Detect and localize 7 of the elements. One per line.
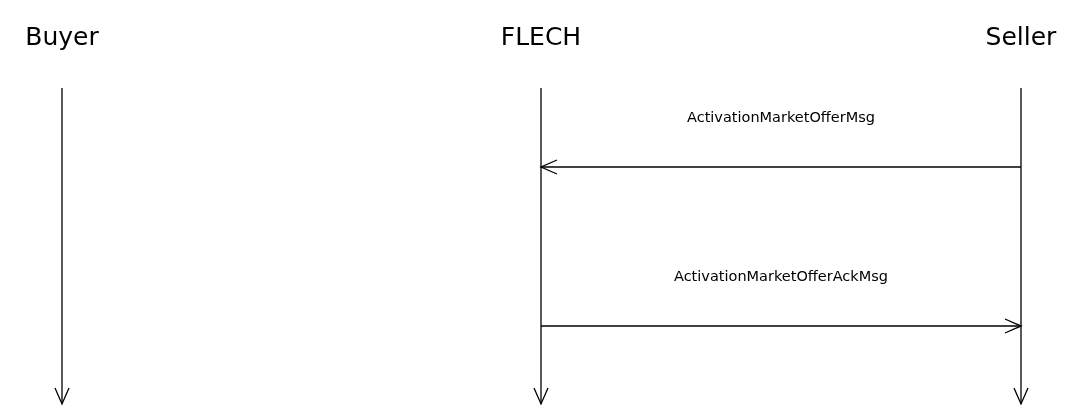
participant-label: Seller (985, 22, 1057, 52)
edge-label: ActivationMarketOfferAckMsg (672, 267, 890, 285)
participant-label: FLECH (500, 22, 582, 52)
message-arrow (540, 159, 1022, 175)
edge-label: ActivationMarketOfferMsg (685, 108, 877, 126)
participant-label: Buyer (25, 22, 99, 52)
message-arrow (540, 318, 1022, 334)
